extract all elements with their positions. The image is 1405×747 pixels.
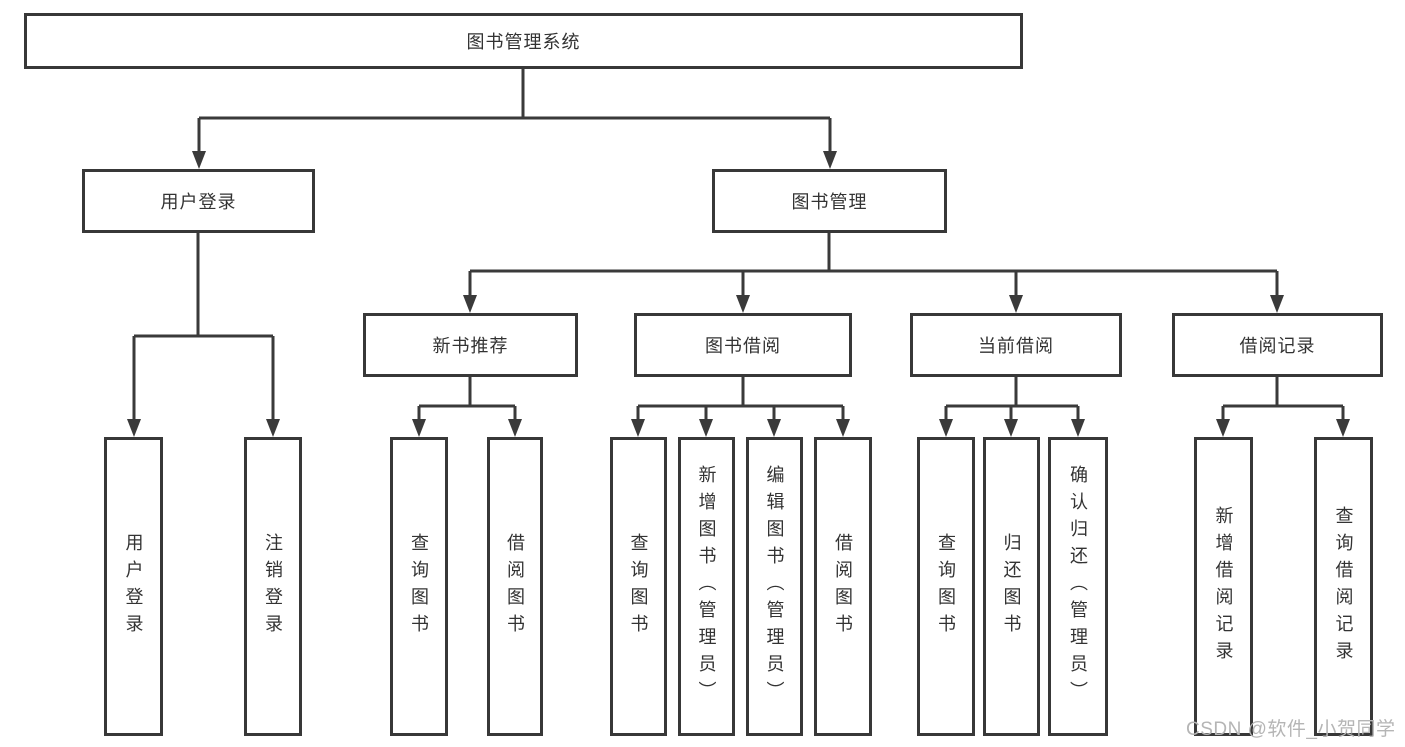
leaf-query-books-recommend: 查询图书 (390, 437, 448, 736)
leaf-return-books: 归还图书 (983, 437, 1040, 736)
leaf-add-borrow-record-label: 新增借阅记录 (1213, 505, 1234, 668)
node-new-book-recommend-label: 新书推荐 (432, 336, 509, 356)
leaf-query-borrow-record: 查询借阅记录 (1314, 437, 1373, 736)
leaf-confirm-return-admin-label: 确认归还（管理员） (1068, 465, 1088, 708)
node-current-borrow: 当前借阅 (910, 313, 1122, 377)
node-current-borrow-label: 当前借阅 (978, 336, 1054, 356)
node-root: 图书管理系统 (24, 13, 1023, 69)
node-borrow-records-label: 借阅记录 (1239, 336, 1316, 356)
connector-group-user-login (127, 233, 280, 437)
leaf-query-books-borrow: 查询图书 (610, 437, 667, 736)
node-root-label: 图书管理系统 (466, 32, 581, 52)
leaf-query-books-recommend-label: 查询图书 (409, 532, 429, 641)
node-book-management-label: 图书管理 (791, 192, 868, 212)
leaf-query-borrow-record-label: 查询借阅记录 (1333, 505, 1354, 668)
leaf-add-borrow-record: 新增借阅记录 (1194, 437, 1253, 736)
connector-group-new-book (412, 377, 522, 437)
leaf-logout-label: 注销登录 (263, 532, 283, 641)
leaf-borrow-books: 借阅图书 (814, 437, 872, 736)
connector-group-root (192, 69, 837, 169)
node-new-book-recommend: 新书推荐 (363, 313, 578, 377)
leaf-query-books-current-label: 查询图书 (936, 532, 956, 641)
node-book-management: 图书管理 (712, 169, 947, 233)
leaf-query-books-borrow-label: 查询图书 (628, 532, 649, 641)
node-user-login: 用户登录 (82, 169, 315, 233)
node-user-login-label: 用户登录 (160, 192, 237, 212)
leaf-return-books-label: 归还图书 (1001, 532, 1022, 641)
connector-group-book-borrow (631, 377, 850, 437)
node-borrow-records: 借阅记录 (1172, 313, 1383, 377)
node-book-borrow: 图书借阅 (634, 313, 852, 377)
leaf-borrow-books-label: 借阅图书 (833, 532, 853, 641)
leaf-edit-book-admin: 编辑图书（管理员） (746, 437, 803, 736)
connector-group-current-borrow (939, 377, 1085, 437)
connector-group-borrow-records (1216, 377, 1350, 437)
leaf-confirm-return-admin: 确认归还（管理员） (1048, 437, 1108, 736)
leaf-add-book-admin: 新增图书（管理员） (678, 437, 735, 736)
leaf-add-book-admin-label: 新增图书（管理员） (696, 465, 717, 708)
leaf-user-login: 用户登录 (104, 437, 163, 736)
leaf-borrow-books-recommend-label: 借阅图书 (505, 532, 525, 641)
leaf-logout: 注销登录 (244, 437, 302, 736)
leaf-edit-book-admin-label: 编辑图书（管理员） (764, 465, 785, 708)
watermark: CSDN @软件_小贺同学 (1186, 719, 1396, 740)
leaf-user-login-label: 用户登录 (123, 532, 144, 641)
leaf-borrow-books-recommend: 借阅图书 (487, 437, 543, 736)
leaf-query-books-current: 查询图书 (917, 437, 975, 736)
node-book-borrow-label: 图书借阅 (705, 336, 781, 356)
connector-group-book-management (463, 233, 1284, 313)
